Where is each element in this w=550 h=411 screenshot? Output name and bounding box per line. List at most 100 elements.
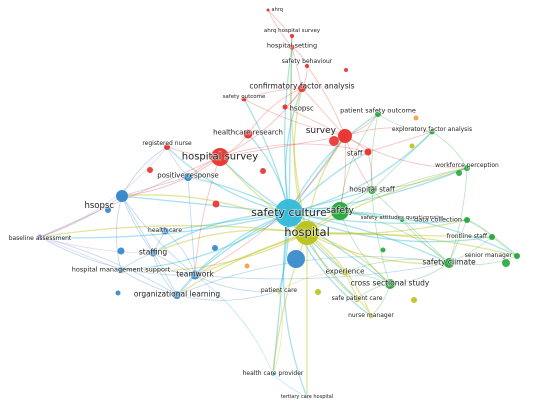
network-node-hospital_setting[interactable] [289,44,295,50]
network-node-experience[interactable] [341,268,349,276]
network-node-safety_culture[interactable] [275,199,303,227]
edge-safety_culture-nurse_manager [288,212,372,317]
node-label-safety_behaviour: safety behaviour [282,58,333,65]
network-node-saq[interactable] [400,218,404,222]
node-label-safety: safety [326,206,354,216]
edge-org_learning-patient_care [176,290,280,301]
network-node-safety[interactable] [331,202,349,220]
network-node-hsopsc_red[interactable] [282,104,288,110]
network-node-healthcare_research[interactable] [243,129,253,139]
network-node-hospital_staff[interactable] [368,186,376,194]
network-node-ahrq_survey[interactable] [290,34,294,38]
edge-safety_climate-experience [344,259,450,273]
node-label-staffing: staffing [139,248,167,257]
network-node-safe_patient_care[interactable] [354,296,360,302]
node-label-baseline_assessment: baseline assessment [9,235,72,242]
edge-hospital_staff-efa [371,131,433,191]
network-node-health_care[interactable] [161,227,169,235]
network-node-staffing[interactable] [149,249,157,257]
network-node-hospital[interactable] [295,221,319,245]
network-node-survey[interactable] [338,129,352,143]
edge-safety_culture-safety_climate [288,212,450,264]
network-node-nurse_manager[interactable] [368,313,374,319]
network-node-cfa[interactable] [298,84,306,92]
network-node-safety_behaviour[interactable] [305,64,309,68]
edge-hsopsc_blue-positive_response [121,176,189,197]
node-label-health_care: health care [148,227,182,234]
network-node-unlabeled [117,247,125,255]
edge-hospital-teamwork [194,232,308,276]
node-label-safe_patient_care: safe patient care [332,295,383,302]
network-node-senior_manager[interactable] [514,253,520,259]
network-node-registered_nurse[interactable] [164,144,170,150]
network-node-positive_response[interactable] [184,173,192,181]
network-node-hsopsc_blue[interactable] [116,190,128,202]
edge-cfa-healthcare_research [247,87,303,135]
edge-teamwork-positive_response [187,176,196,276]
network-node-cross_sectional[interactable] [385,279,395,289]
network-node-workforce_perception[interactable] [464,165,470,171]
network-node-hospital_survey[interactable] [211,148,229,166]
node-label-safety_climate: safety climate [422,258,476,267]
edge-experience-nurse_manager [344,271,372,317]
edge-safety_culture-health_care_provider [272,212,290,375]
node-label-org_learning: organizational learning [134,290,221,299]
node-label-safety_outcome: safety outcome [223,94,266,100]
edge-survey-safety_outcome [243,98,346,137]
network-node-data_collection[interactable] [464,217,470,223]
edge-safety-workforce_perception [339,167,468,212]
node-label-workforce_perception: workforce perception [435,162,499,169]
edge-hospital_survey-staff [219,143,369,158]
network-node-ahrq_short[interactable] [266,8,270,12]
edge-hospital-senior_manager [306,232,518,257]
network-node-staff[interactable] [364,148,372,156]
network-node-baseline_assessment[interactable] [37,234,43,240]
node-label-hms: hospital management support [72,265,171,273]
edge-safety_culture-cfa [284,87,303,214]
edge-org_learning-hms [120,269,178,296]
network-node-health_care_provider[interactable] [271,372,275,376]
node-label-tertiary_care_hospital: tertiary care hospital [281,394,333,400]
node-label-frontline_staff: frontline staff [447,233,488,240]
network-node-unlabeled [344,68,348,72]
network-node-hms[interactable] [118,267,124,273]
network-node-frontline_staff[interactable] [489,234,495,240]
node-label-health_care_provider: health care provider [243,370,304,377]
edge-org_learning-baseline_assessment [39,236,178,296]
network-nodes [37,8,520,399]
network-node-unlabeled [260,168,266,174]
edge-health_care_provider-tertiary_care_hospital [272,373,308,398]
edge-survey-safety_behaviour [306,65,346,137]
network-node-org_learning[interactable] [173,291,181,299]
edge-hospital_survey-teamwork [194,156,221,276]
edge-safety_culture-org_learning [176,212,290,296]
edge-safety_culture-registered_nurse [166,146,290,214]
network-node-efa[interactable] [429,129,435,135]
network-node-tertiary_care_hospital[interactable] [305,395,309,399]
edge-hsopsc_blue-hms [115,195,123,271]
network-node-patient_safety_outcome[interactable] [375,111,381,117]
network-node-safety_outcome[interactable] [241,96,247,102]
edge-safety_culture-workforce_perception [288,167,468,214]
edge-hospital-safety_climate [306,232,450,265]
edge-hospital-hospital_survey [219,156,308,234]
network-node-teamwork[interactable] [190,270,200,280]
node-label-survey: survey [306,126,337,136]
network-node-safety_climate[interactable] [444,258,454,268]
edge-teamwork-health_care [164,230,196,276]
edge-hsopsc_blue-registered_nurse [121,146,168,197]
network-node-patient_care[interactable] [276,288,282,294]
node-label-hsopsc_red: hsopsc [290,104,314,112]
edge-patient_safety_outcome-efa [377,113,433,133]
edge-teamwork-baseline_assessment [39,236,196,276]
node-label-hospital: hospital [284,225,330,239]
node-label-hospital_setting: hospital setting [267,41,317,49]
network-node-unlabeled [411,297,417,303]
node-label-cfa: confirmatory factor analysis [249,82,354,91]
node-label-positive_response: positive response [157,171,218,179]
edge-safety-safety_climate [339,210,450,264]
edge-org_learning-hsopsc_blue [121,195,178,296]
